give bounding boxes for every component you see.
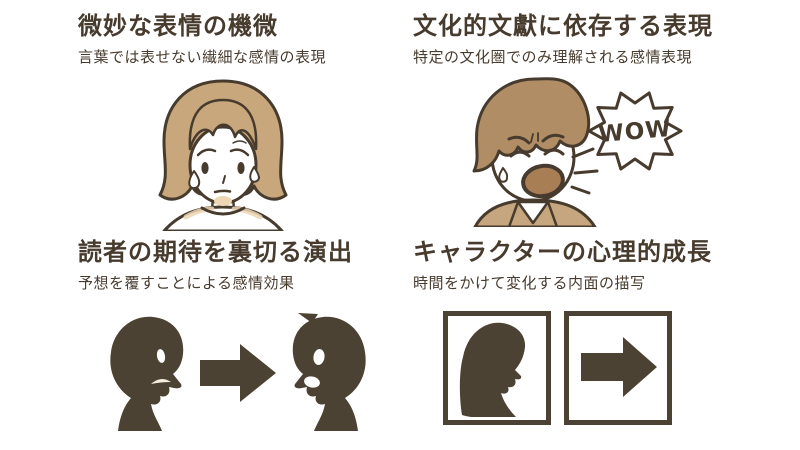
woman-right-eye — [237, 162, 245, 175]
panel-subtitle: 時間をかけて変化する内面の描写 — [413, 273, 646, 292]
panel-expectation-subversion: 読者の期待を裏切る演出 予想を覆すことによる感情効果 — [78, 238, 398, 441]
sweat-drop-icon — [249, 166, 260, 184]
left-profile-frown-mouth — [151, 379, 171, 385]
man-open-mouth — [521, 164, 565, 199]
woman-left-eye — [201, 162, 209, 175]
frame-silhouette-box — [443, 311, 551, 426]
man-closed-eyes — [509, 148, 565, 158]
left-profile-eye — [156, 349, 166, 364]
woman-profile-silhouette-icon — [459, 323, 526, 418]
sweat-drop-icon — [188, 170, 201, 190]
panel-subtitle: 予想を覆すことによる感情効果 — [78, 273, 295, 292]
man-shirt-collar — [516, 201, 550, 225]
shouting-man-illustration: WOW — [419, 71, 753, 231]
panel-subtitle: 特定の文化圏でのみ理解される感情表現 — [413, 47, 693, 66]
arrow-shape — [581, 337, 657, 398]
panel-psychological-growth: キャラクターの心理的成長 時間をかけて変化する内面の描写 — [413, 238, 753, 426]
silhouettes-arrow-illustration — [88, 307, 398, 441]
woman-shoulders — [162, 205, 284, 233]
woman-mouth — [213, 189, 232, 194]
long-hair-profile-silhouette — [459, 323, 526, 418]
right-profile-open-mouth — [304, 376, 320, 388]
worried-woman-illustration — [128, 75, 398, 235]
speech-bubble — [587, 91, 683, 171]
shout-lines — [570, 147, 599, 195]
brow-wrinkle — [232, 140, 247, 145]
woman-eyebrows — [196, 148, 250, 157]
panel-title: 微妙な表情の機微 — [78, 12, 278, 40]
silhouettes-arrow-icon — [110, 313, 366, 432]
man-eyebrows — [507, 134, 565, 145]
jacket-lapels — [507, 201, 559, 229]
hair-tuft — [298, 313, 318, 324]
woman-collar — [200, 206, 246, 216]
panel-subtitle: 言葉では表せない繊細な感情の表現 — [78, 47, 327, 66]
panel-title: 読者の期待を裏切る演出 — [78, 238, 353, 266]
framed-sequence-illustration — [443, 311, 753, 426]
right-profile-eye — [313, 349, 325, 366]
shouting-man-icon: WOW — [472, 77, 683, 229]
chin-shade — [214, 196, 232, 207]
panel-culture-dependent: 文化的文獻に依存する表現 特定の文化圏でのみ理解される感情表現 — [413, 12, 753, 231]
left-profile-silhouette — [110, 317, 184, 432]
arrow-icon — [581, 337, 657, 398]
worried-woman-icon — [158, 79, 288, 233]
shoulder-shade — [183, 206, 263, 220]
woman-bangs — [188, 99, 258, 151]
panel-subtle-expressions: 微妙な表情の機微 言葉では表せない繊細な感情の表現 — [78, 12, 398, 235]
woman-nose — [222, 175, 226, 185]
right-profile-silhouette — [292, 317, 366, 432]
panel-title: キャラクターの心理的成長 — [413, 238, 713, 266]
sweat-drop-icon — [498, 167, 509, 184]
panel-title: 文化的文獻に依存する表現 — [413, 12, 713, 40]
frame-arrow-box — [564, 311, 672, 426]
speech-bubble-text: WOW — [597, 116, 672, 148]
arrow-icon — [200, 344, 276, 403]
brow-wrinkles — [530, 132, 539, 144]
